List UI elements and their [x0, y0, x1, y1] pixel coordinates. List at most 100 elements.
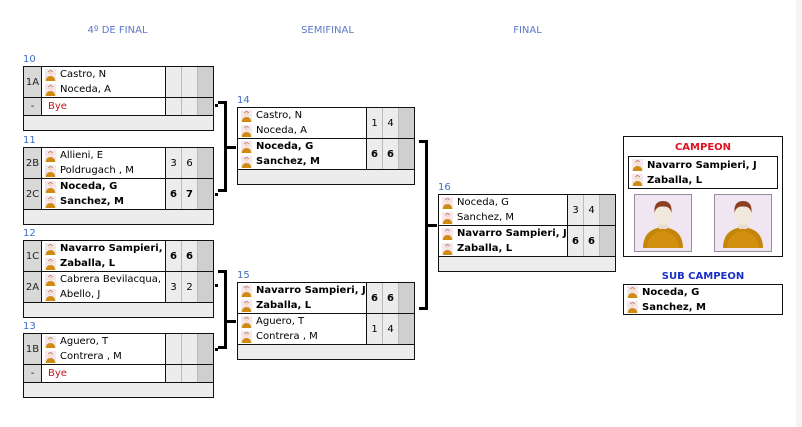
- player-name: Noceda, G: [457, 197, 509, 208]
- set-score-1: 3: [166, 272, 182, 302]
- person-icon: [45, 164, 56, 177]
- set-score-extra: [399, 314, 414, 344]
- player-entry: Zaballa, L: [238, 298, 366, 313]
- person-icon: [45, 350, 56, 363]
- player-name: Navarro Sampieri, J: [647, 159, 757, 171]
- bracket-connector-tick: [226, 320, 236, 323]
- connector-dot: [215, 104, 218, 107]
- player-entry: Abello, J: [42, 287, 165, 302]
- set-score-2: [182, 98, 198, 115]
- runner-up-player: Noceda, G: [624, 285, 782, 300]
- player-name: Noceda, G: [256, 141, 314, 152]
- player-entry: Zaballa, L: [42, 256, 165, 271]
- team-names: Bye: [42, 365, 166, 382]
- player-name: Navarro Sampieri, J: [60, 243, 166, 254]
- set-score-1: 6: [367, 139, 383, 169]
- person-icon: [45, 288, 56, 301]
- match-row-bottom[interactable]: -Bye: [24, 365, 213, 383]
- champion-players: Navarro Sampieri, J Zaballa, L: [628, 156, 778, 189]
- connector-dot: [215, 348, 218, 351]
- scrollbar-track[interactable]: [796, 0, 802, 427]
- person-icon: [442, 211, 453, 224]
- match-number: 13: [23, 321, 36, 332]
- set-score-2: 6: [383, 139, 399, 169]
- team-names: Noceda, G Sanchez, M: [238, 139, 367, 169]
- player-name: Sanchez, M: [60, 196, 124, 207]
- player-entry: Sanchez, M: [42, 194, 165, 209]
- seed-label: -: [24, 98, 42, 115]
- champion-box: CAMPEON Navarro Sampieri, J Zaballa, L: [623, 136, 783, 257]
- match-number: 14: [237, 95, 250, 106]
- player-name: Zaballa, L: [256, 300, 312, 311]
- bracket-connector-14-15: [419, 140, 428, 310]
- set-score-1: 6: [568, 226, 584, 256]
- avatar-silhouette-icon: [637, 196, 689, 251]
- player-entry: Allieni, E: [42, 148, 165, 163]
- player-entry: Poldrugach , M: [42, 163, 165, 178]
- match-number: 10: [23, 54, 36, 65]
- player-name: Cabrera Bevilacqua, E: [60, 274, 166, 285]
- set-score-2: [182, 67, 198, 97]
- connector-dot: [215, 284, 218, 287]
- player-entry: Contrera , M: [238, 329, 366, 344]
- person-icon: [45, 180, 56, 193]
- seed-label: 2A: [24, 272, 42, 302]
- match-number: 15: [237, 270, 250, 281]
- person-icon: [45, 68, 56, 81]
- match-footer: [24, 116, 213, 130]
- person-icon: [442, 196, 453, 209]
- bye-label: Bye: [48, 368, 67, 379]
- bracket-connector-12-13: [218, 270, 227, 349]
- seed-label: -: [24, 365, 42, 382]
- set-score-2: 4: [383, 108, 399, 138]
- person-icon: [45, 195, 56, 208]
- set-score-2: 6: [182, 148, 198, 178]
- person-icon: [241, 109, 252, 122]
- player-entry: Navarro Sampieri, J: [42, 241, 165, 256]
- set-score-extra: [198, 241, 213, 271]
- player-name: Abello, J: [60, 289, 101, 300]
- match-number: 16: [438, 182, 451, 193]
- set-score-2: [182, 334, 198, 364]
- set-score-2: 7: [182, 179, 198, 209]
- person-icon: [241, 315, 252, 328]
- player-entry: Noceda, A: [42, 82, 165, 97]
- person-icon: [442, 242, 453, 255]
- player-entry: Castro, N: [238, 108, 366, 123]
- player-entry: Noceda, G: [439, 195, 567, 210]
- set-score-extra: [600, 195, 615, 225]
- match-footer: [238, 345, 414, 359]
- player-entry: Contrera , M: [42, 349, 165, 364]
- match-row-bottom[interactable]: -Bye: [24, 98, 213, 116]
- player-name: Contrera , M: [256, 331, 318, 342]
- set-score-1: [166, 365, 182, 382]
- team-names: Navarro Sampieri, J Zaballa, L: [42, 241, 166, 271]
- bracket-connector-tick: [226, 146, 236, 149]
- set-score-2: 6: [182, 241, 198, 271]
- set-score-extra: [198, 334, 213, 364]
- set-score-extra: [399, 139, 414, 169]
- set-score-1: [166, 334, 182, 364]
- set-score-1: 3: [568, 195, 584, 225]
- player-entry: Aguero, T: [42, 334, 165, 349]
- match-footer: [24, 303, 213, 317]
- player-entry: Sanchez, M: [238, 154, 366, 169]
